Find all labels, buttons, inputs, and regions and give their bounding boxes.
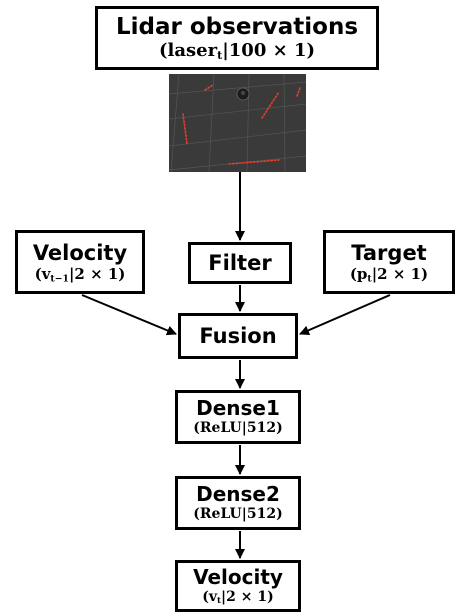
lidar-formula: (lasert|100 × 1) [159,41,315,61]
target-title: Target [351,240,427,265]
formula-var: p [356,264,368,283]
velocity-input-title: Velocity [32,240,128,265]
robot-icon [236,87,250,101]
filter-node: Filter [188,242,292,284]
velocity-input-formula: (vt−1|2 × 1) [34,264,126,285]
dense1-spec: (ReLU|512) [193,419,283,436]
lidar-title: Lidar observations [115,14,359,41]
formula-sub: t [217,48,223,62]
formula-dims: |100 × 1) [222,40,316,62]
dense2-title: Dense2 [196,481,280,506]
dense1-title: Dense1 [196,395,280,420]
lidar-scan-image [169,74,306,172]
formula-dims: |2 × 1) [221,588,274,605]
formula-sub: t−1 [50,273,69,285]
fusion-node: Fusion [178,313,298,359]
target-node: Target (pt|2 × 1) [323,230,455,294]
velocity-output-node: Velocity (vt|2 × 1) [175,560,301,612]
formula-sub: t [217,595,222,606]
velocity-output-formula: (vt|2 × 1) [202,588,274,606]
scan-points [182,84,301,165]
arrow-velocity-to-fusion [81,294,177,336]
formula-var: v [41,264,51,283]
formula-dims: |2 × 1) [371,264,429,283]
lidar-observations-node: Lidar observations (lasert|100 × 1) [95,6,379,70]
formula-open: ( [158,40,168,62]
velocity-input-node: Velocity (vt−1|2 × 1) [15,230,145,294]
target-formula: (pt|2 × 1) [349,264,429,285]
filter-title: Filter [208,250,272,275]
scan-background [169,74,306,172]
formula-dims: |2 × 1) [68,264,126,283]
formula-open: ( [34,264,42,283]
formula-open: ( [349,264,357,283]
formula-sub: t [367,273,372,285]
formula-var: laser [167,40,218,62]
dense2-spec: (ReLU|512) [193,505,283,522]
dense1-node: Dense1 (ReLU|512) [175,390,301,444]
arrow-target-to-fusion [299,294,391,336]
formula-var: v [208,588,218,605]
velocity-output-title: Velocity [193,564,283,589]
scan-grid [169,74,306,172]
formula-open: ( [202,588,209,605]
dense2-node: Dense2 (ReLU|512) [175,476,301,530]
fusion-title: Fusion [199,323,277,348]
